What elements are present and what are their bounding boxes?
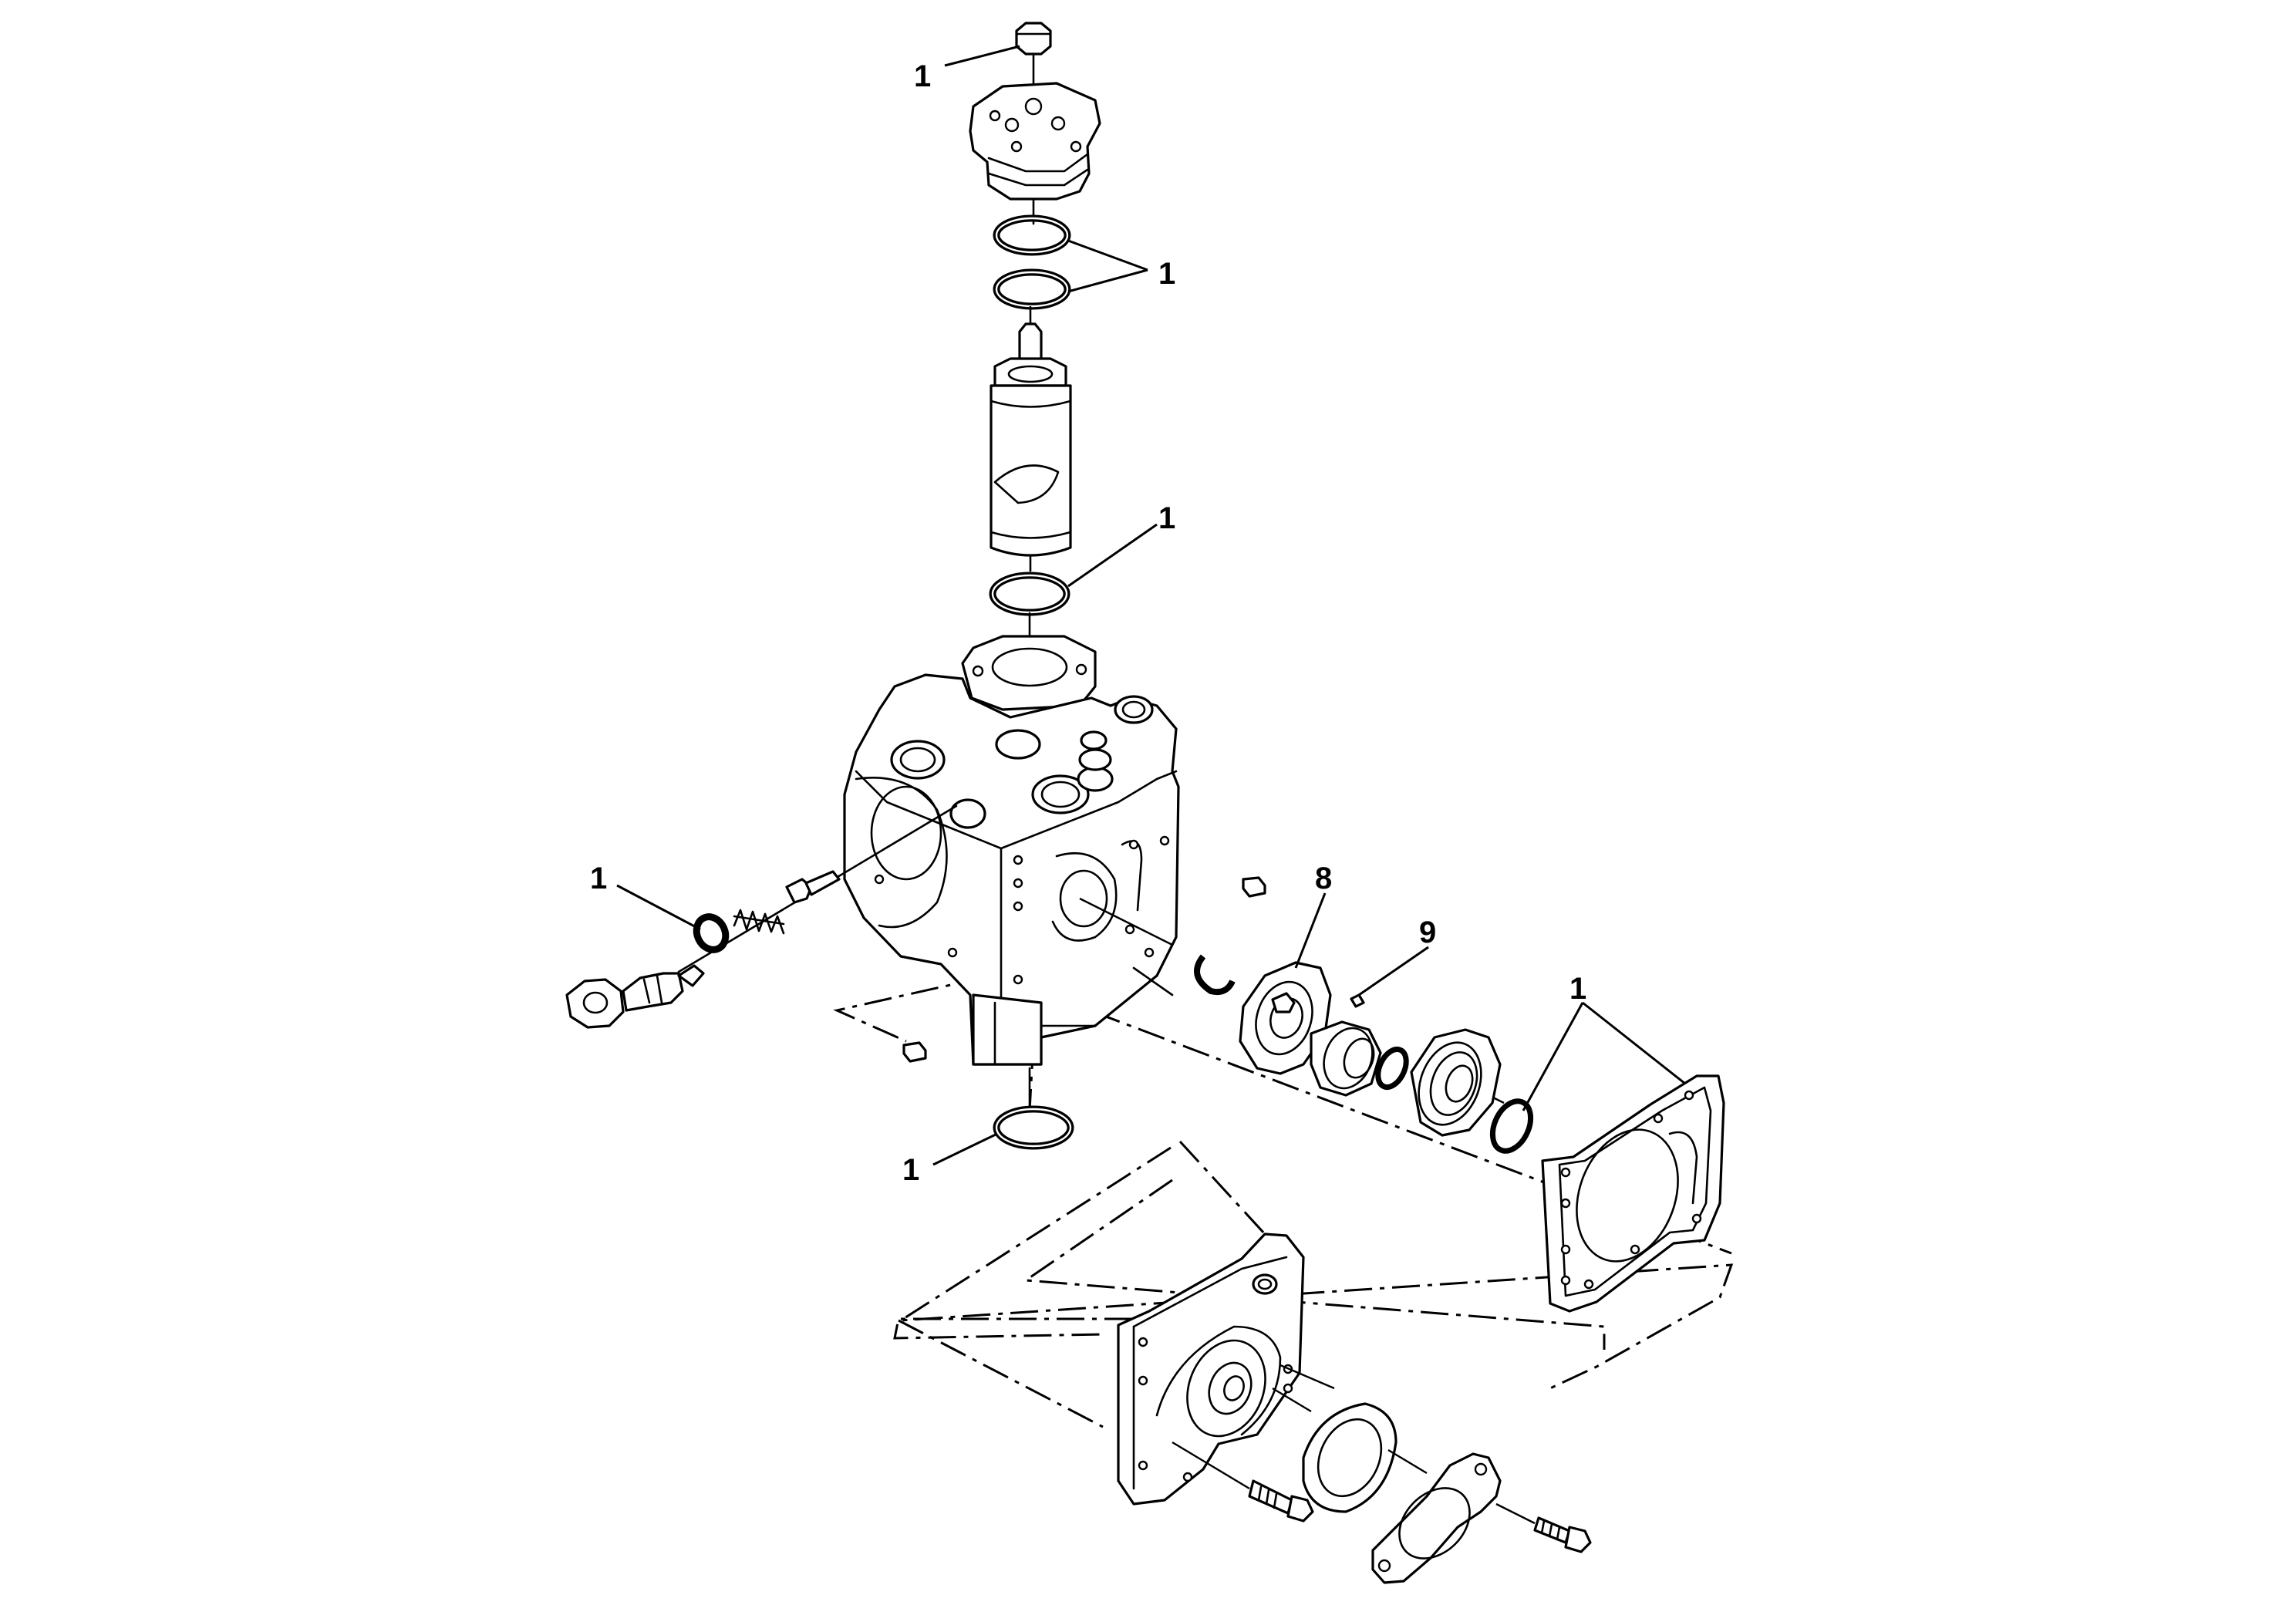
callout-label: 9 — [1419, 916, 1436, 949]
callout-label: 1 — [1569, 972, 1586, 1006]
callout-label: 1 — [902, 1153, 919, 1187]
charge-pump-gerotor — [1239, 961, 1332, 1075]
snap-ring — [1194, 954, 1236, 996]
bottom-o-ring — [993, 1105, 1074, 1150]
plug-upper — [1242, 876, 1266, 898]
callout-label: 1 — [914, 59, 931, 93]
valve-cover — [969, 82, 1101, 225]
leader-lines — [616, 45, 1686, 1166]
pressure-cylinder — [990, 305, 1072, 572]
main-housing — [843, 635, 1180, 1112]
callout-label: 1 — [590, 862, 607, 895]
relief-valve-assembly — [565, 804, 958, 1029]
seal-ring-small — [1489, 1098, 1534, 1154]
cap-screw-right — [1495, 1502, 1592, 1553]
flat-washer-seal — [1302, 1402, 1428, 1513]
lower-end-plate — [1117, 1233, 1335, 1506]
plug-lower — [902, 1041, 927, 1063]
callout-label: 1 — [1158, 501, 1175, 535]
callout-labels: 1 1 1 1 1 8 9 1 — [590, 59, 1586, 1187]
upper-o-rings — [993, 214, 1071, 310]
end-cover-gasket — [1541, 1074, 1725, 1313]
cap-screw-left — [1172, 1441, 1314, 1523]
flange-cover-plate — [1371, 1452, 1502, 1584]
bearing — [1410, 1028, 1502, 1137]
drive-coupling — [1310, 1020, 1409, 1097]
key — [1350, 993, 1365, 1008]
callout-label: 1 — [1158, 257, 1175, 291]
callout-label: 8 — [1315, 862, 1332, 895]
